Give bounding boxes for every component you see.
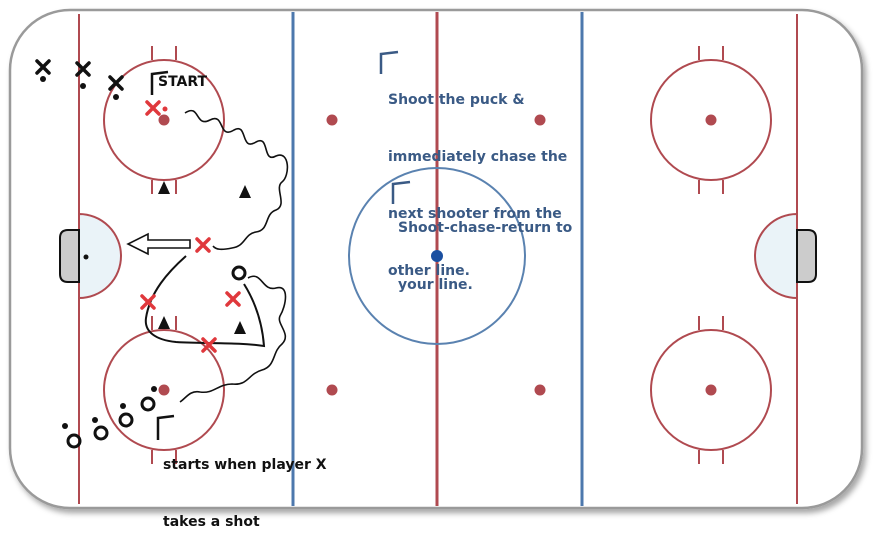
player-x-icon	[35, 59, 51, 75]
center-faceoff-dot	[431, 250, 443, 262]
right-top-faceoff-circle	[650, 46, 772, 194]
neutral-dot-left-bottom	[326, 384, 338, 396]
shot-arrow-icon	[126, 232, 191, 256]
right-bottom-faceoff-circle	[650, 316, 772, 464]
puck-icon	[80, 83, 86, 89]
left-goal-crease	[78, 212, 122, 300]
cone-icon	[239, 185, 251, 198]
shoot-return-line-2: your line.	[398, 277, 473, 293]
puck-icon	[120, 403, 126, 409]
player-o-icon	[93, 425, 109, 441]
left-top-faceoff-circle	[103, 46, 225, 194]
player-x-icon	[201, 337, 217, 353]
starts-when-line-1: starts when player X	[163, 457, 327, 473]
puck-icon	[92, 417, 98, 423]
skating-path	[179, 275, 287, 403]
right-bottom-faceoff-dot	[705, 384, 717, 396]
player-o-icon	[66, 433, 82, 449]
puck-icon	[62, 423, 68, 429]
shoot-return-bracket	[391, 180, 411, 204]
right-top-faceoff-dot	[705, 114, 717, 126]
shoot-return-line-1: Shoot-chase-return to	[398, 220, 573, 236]
left-bottom-faceoff-dot	[158, 384, 170, 396]
starts-when-bracket	[156, 414, 175, 440]
left-goal-net	[59, 229, 80, 283]
cone-icon	[234, 321, 246, 334]
shoot-return-note: Shoot-chase-return to your line.	[398, 181, 572, 314]
shoot-chase-line-3: next shooter from the	[388, 206, 562, 222]
player-x-icon	[75, 61, 91, 77]
hockey-rink-diagram	[8, 8, 864, 510]
player-x-icon	[145, 100, 161, 116]
starts-when-note: starts when player X takes a shot	[163, 418, 327, 551]
shoot-chase-line-2: immediately chase the	[388, 149, 568, 165]
center-faceoff-circle	[348, 167, 526, 345]
left-top-faceoff-dot	[158, 114, 170, 126]
puck-icon	[162, 106, 168, 112]
shoot-chase-bracket	[379, 50, 399, 74]
start-label: START	[158, 74, 208, 90]
start-label-bracket	[150, 70, 169, 95]
neutral-dot-right-bottom	[534, 384, 546, 396]
puck-icon	[113, 94, 119, 100]
player-o-icon	[140, 396, 156, 412]
right-goal-crease	[754, 212, 798, 300]
puck-icon	[151, 386, 157, 392]
player-x-icon	[108, 75, 124, 91]
neutral-dot-left-top	[326, 114, 338, 126]
player-o-icon	[118, 412, 134, 428]
starts-when-line-2: takes a shot	[163, 514, 260, 530]
shoot-chase-line-1: Shoot the puck &	[388, 92, 525, 108]
player-x-icon	[225, 291, 241, 307]
cone-icon	[158, 181, 170, 194]
puck-icon	[40, 76, 46, 82]
shoot-chase-line-4: other line.	[388, 263, 470, 279]
right-goal-net	[796, 229, 817, 283]
cone-icon	[158, 316, 170, 329]
shoot-chase-note: Shoot the puck & immediately chase the n…	[388, 53, 567, 300]
player-o-icon	[231, 265, 247, 281]
left-bottom-faceoff-circle	[103, 316, 225, 464]
player-x-icon	[140, 294, 156, 310]
neutral-dot-right-top	[534, 114, 546, 126]
skating-path	[184, 109, 289, 251]
left-goal-dot	[83, 254, 89, 260]
player-x-icon	[195, 237, 211, 253]
